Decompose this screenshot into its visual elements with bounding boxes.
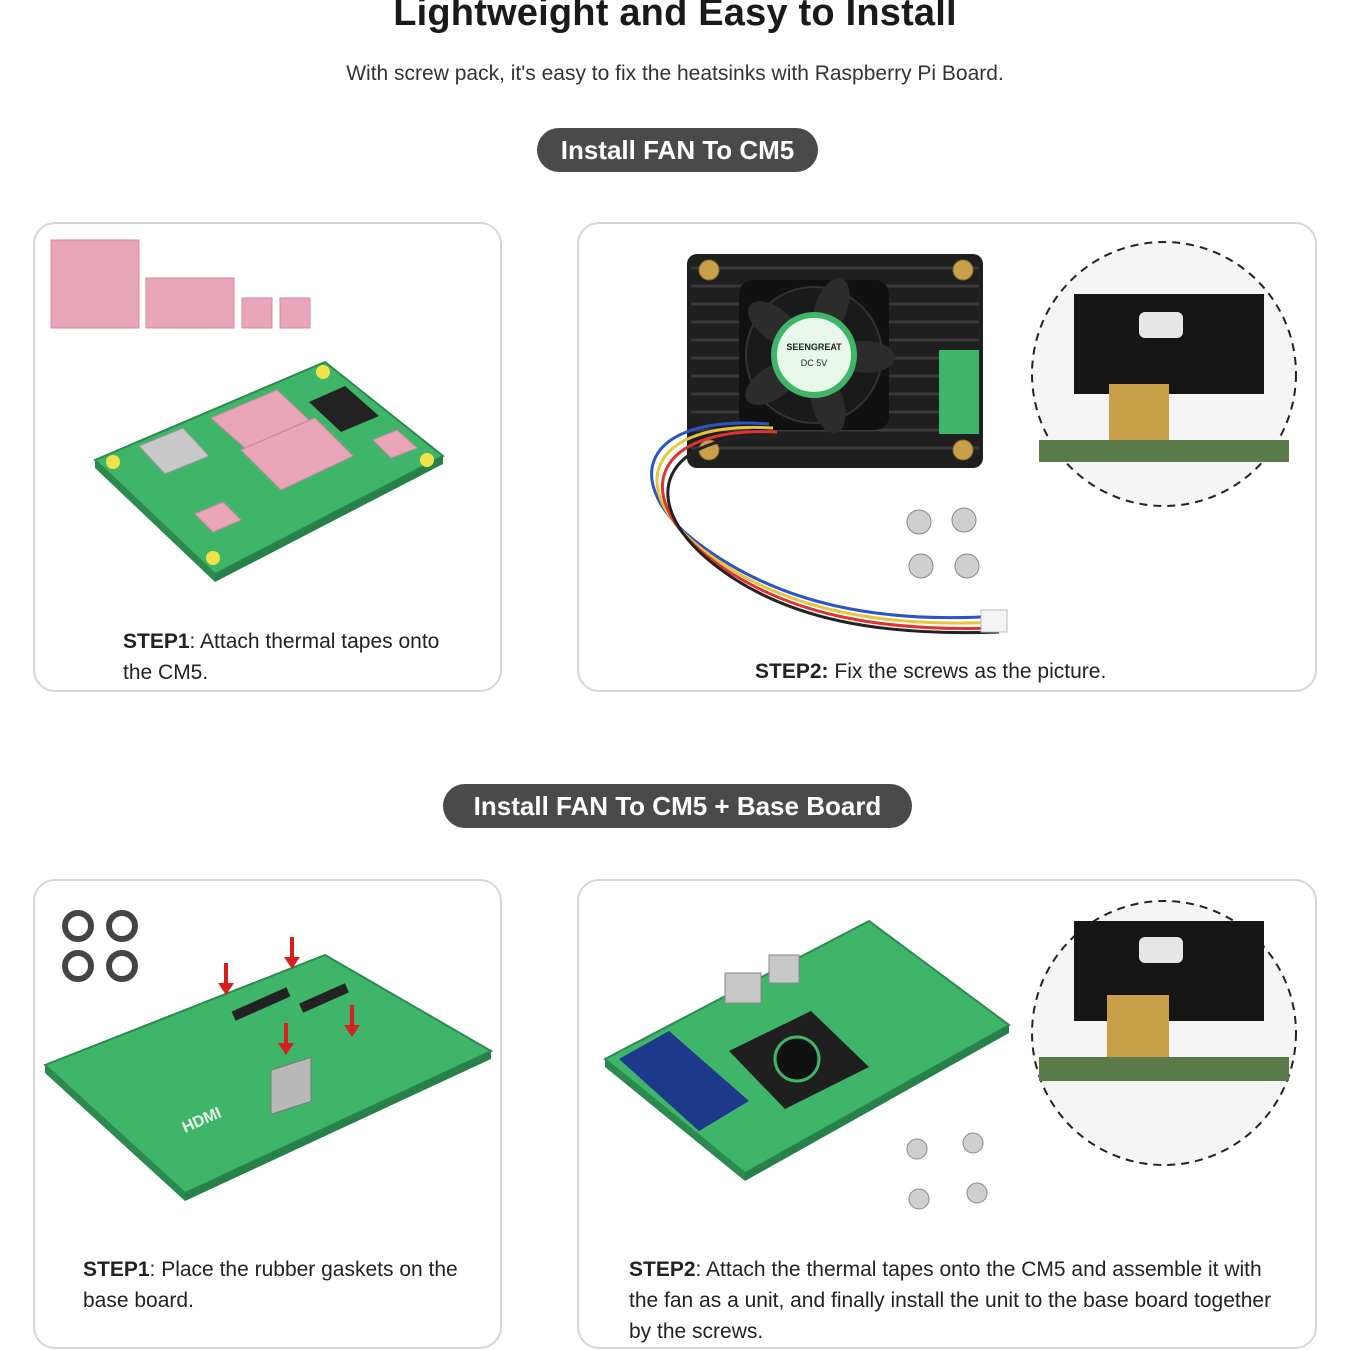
fan-connector bbox=[980, 609, 1008, 633]
step1-instruction: STEP1: Attach thermal tapes onto the CM5… bbox=[123, 626, 453, 688]
nvme-ssd bbox=[619, 1031, 749, 1131]
thermal-pad-large bbox=[50, 239, 140, 329]
section-label-cm5-base-board: Install FAN To CM5 + Base Board bbox=[443, 784, 912, 828]
step4-prefix: STEP2 bbox=[629, 1258, 696, 1281]
page-title: Lightweight and Easy to Install bbox=[393, 0, 957, 34]
step3-instruction: STEP1: Place the rubber gaskets on the b… bbox=[83, 1254, 483, 1316]
step4-text: : Attach the thermal tapes onto the CM5 … bbox=[629, 1258, 1272, 1343]
fan-brand-text: SEENGREAT bbox=[786, 342, 842, 352]
assembly-illustration bbox=[603, 900, 1297, 1210]
fan-heatsink-illustration: SEENGREAT DC 5V bbox=[650, 241, 1297, 635]
section-label-cm5: Install FAN To CM5 bbox=[537, 128, 818, 172]
step3-text: : Place the rubber gaskets on the base b… bbox=[83, 1258, 458, 1312]
step3-prefix: STEP1 bbox=[83, 1258, 150, 1281]
red-arrows bbox=[218, 937, 360, 1055]
step1-text: : Attach thermal tapes onto the CM5. bbox=[123, 630, 440, 684]
page-subtitle: With screw pack, it's easy to fix the he… bbox=[346, 62, 1004, 85]
step-card-3: HDMI STEP1: Place the rubber gaskets on … bbox=[33, 879, 502, 1349]
step2-text: Fix the screws as the picture. bbox=[828, 660, 1107, 683]
step2-prefix: STEP2: bbox=[755, 660, 829, 683]
step2-instruction: STEP2: Fix the screws as the picture. bbox=[755, 656, 1275, 687]
thermal-pad-medium bbox=[145, 277, 235, 329]
step-card-4: STEP2: Attach the thermal tapes onto the… bbox=[577, 879, 1317, 1349]
step-card-2: SEENGREAT DC 5V STEP2: Fix the screws as… bbox=[577, 222, 1317, 692]
rubber-gaskets bbox=[62, 910, 138, 982]
cm5-thermal-illustration bbox=[50, 239, 445, 582]
base-board-gasket-illustration: HDMI bbox=[43, 910, 494, 1201]
thermal-pad-small-2 bbox=[279, 297, 311, 329]
assembly-screws bbox=[906, 1132, 988, 1210]
fan-label bbox=[771, 312, 857, 398]
screw-set bbox=[906, 507, 980, 579]
step-card-1: STEP1: Attach thermal tapes onto the CM5… bbox=[33, 222, 502, 692]
step1-prefix: STEP1 bbox=[123, 630, 190, 653]
thermal-pad-small-1 bbox=[241, 297, 273, 329]
fan-spec-text: DC 5V bbox=[801, 358, 828, 368]
step4-instruction: STEP2: Attach the thermal tapes onto the… bbox=[629, 1254, 1289, 1347]
